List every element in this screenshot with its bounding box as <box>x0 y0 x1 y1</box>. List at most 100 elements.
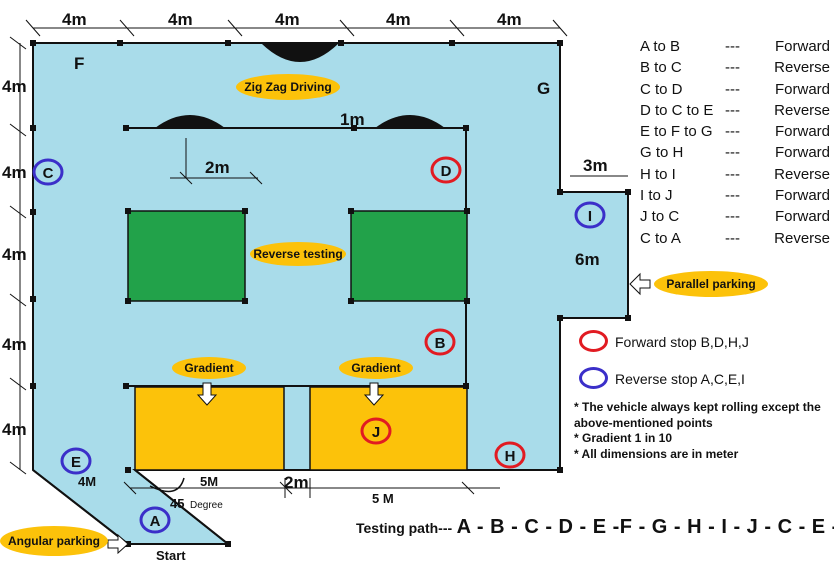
direction-row: I to J---Forward <box>640 185 830 206</box>
direction-row: E to F to G --- Forward <box>640 121 830 142</box>
dimension-lines <box>19 27 628 498</box>
zigzag-label: Zig Zag Driving <box>244 80 331 94</box>
angle-value: 45 <box>170 496 184 511</box>
direction-from: D to C to E <box>640 101 714 119</box>
direction-row: H to I---Reverse <box>640 164 830 185</box>
notes: * The vehicle always kept rolling except… <box>574 400 832 462</box>
reverse-stop-label: Reverse stop A,C,E,I <box>615 371 745 387</box>
direction-action: Forward <box>774 208 830 226</box>
direction-row: J to C --- Forward <box>640 206 830 227</box>
angle-arc <box>149 477 185 493</box>
stop-i-label: I <box>588 208 592 225</box>
stop-b-label: B <box>435 335 446 352</box>
zigzag-bump-left <box>155 115 225 128</box>
bump-gap-dim: 1m <box>340 110 365 129</box>
direction-from: I to J <box>640 187 673 205</box>
testing-path-value: A - B - C - D - E -F - G - H - I - J - C… <box>456 516 834 538</box>
direction-from: J to C <box>640 208 680 226</box>
direction-separator: --- <box>725 144 740 162</box>
direction-separator: --- <box>725 208 740 226</box>
parallel-width-dim: 3m <box>583 156 608 175</box>
direction-action: Forward <box>774 38 830 55</box>
zigzag-pill <box>236 74 340 100</box>
direction-action: Reverse <box>774 59 830 77</box>
angular-parking-line-2 <box>134 469 229 545</box>
direction-action: Reverse <box>774 101 830 119</box>
legend-reverse: Reverse stop A,C,E,I <box>579 367 829 391</box>
direction-row: A to B---Forward <box>640 36 830 57</box>
direction-row: G to H---Forward <box>640 142 830 163</box>
stop-b-circle <box>424 328 456 356</box>
stop-c-label: C <box>43 165 54 182</box>
angular-arrow <box>107 533 129 555</box>
direction-separator: --- <box>725 123 740 141</box>
reverse-testing-label: Reverse testing <box>253 247 342 261</box>
top-dim-1: 4m <box>62 10 87 29</box>
angular-dim-4m: 4M <box>78 474 96 489</box>
zigzag-bump-top <box>262 44 338 62</box>
top-dim-5: 4m <box>497 10 522 29</box>
direction-action: Reverse <box>774 229 830 247</box>
direction-from: B to C <box>640 59 682 77</box>
left-dim-5: 4m <box>2 420 27 439</box>
direction-action: Forward <box>774 80 830 98</box>
left-dim-4: 4m <box>2 335 27 354</box>
top-dim-3: 4m <box>275 10 300 29</box>
direction-action: Forward <box>774 123 830 141</box>
gradient-left-label: Gradient <box>184 361 233 375</box>
note-item: * The vehicle always kept rolling except… <box>574 400 821 430</box>
stop-j-circle <box>360 417 392 445</box>
direction-row: C to A --- Reverse <box>640 228 830 249</box>
note-item: * Gradient 1 in 10 <box>574 431 673 446</box>
stop-d-label: D <box>441 163 452 180</box>
stop-h-circle <box>494 441 526 469</box>
bottom-dim-5m-right: 5 M <box>372 491 394 506</box>
gradient-right-label: Gradient <box>351 361 400 375</box>
testing-path: Testing path--- A - B - C - D - E -F - G… <box>356 516 834 539</box>
start-label: Start <box>156 548 186 563</box>
direction-from: C to A <box>640 229 681 247</box>
stop-d-circle <box>430 156 462 184</box>
left-dim-1: 4m <box>2 77 27 96</box>
left-dim-2: 4m <box>2 163 27 182</box>
tick-marks <box>9 19 568 495</box>
direction-row: C to D --- Forward <box>640 79 830 100</box>
zone-f: F <box>74 54 84 73</box>
forward-stop-label: Forward stop B,D,H,J <box>615 334 749 350</box>
stop-circles <box>32 156 606 534</box>
stop-a-circle <box>139 506 171 534</box>
stop-i-circle <box>574 201 606 229</box>
direction-separator: --- <box>725 101 740 119</box>
legend-forward: Forward stop B,D,H,J <box>579 330 829 354</box>
direction-from: C to D <box>640 80 683 98</box>
stop-e-label: E <box>71 454 81 471</box>
stop-e-circle <box>60 447 92 475</box>
direction-from: E to F to G <box>640 123 713 141</box>
testing-path-label: Testing path--- <box>356 520 453 536</box>
reverse-stop-circle <box>579 367 608 389</box>
zigzag-bump-right <box>375 115 445 128</box>
direction-separator: --- <box>725 229 740 247</box>
stop-j-label: J <box>372 424 380 441</box>
direction-action: Forward <box>774 144 830 162</box>
gradient-right-pill <box>339 357 413 379</box>
zone-g: G <box>537 79 550 98</box>
angular-parking-line <box>32 469 129 545</box>
note-item: * All dimensions are in meter <box>574 446 739 461</box>
parallel-arrow <box>629 272 651 296</box>
reverse-box-right <box>350 210 468 302</box>
direction-from: H to I <box>640 165 676 183</box>
bottom-dim-2m: 2m <box>284 473 309 492</box>
reverse-box-left <box>127 210 246 302</box>
direction-separator: --- <box>725 80 740 98</box>
direction-row: D to C to E --- Reverse <box>640 100 830 121</box>
angle-unit: Degree <box>190 500 223 511</box>
gradient-arrow-right <box>363 382 385 406</box>
left-dim-3: 4m <box>2 245 27 264</box>
direction-action: Forward <box>774 187 830 205</box>
stop-c-circle <box>32 158 64 186</box>
direction-from: A to B <box>640 38 681 55</box>
direction-separator: --- <box>725 165 740 183</box>
